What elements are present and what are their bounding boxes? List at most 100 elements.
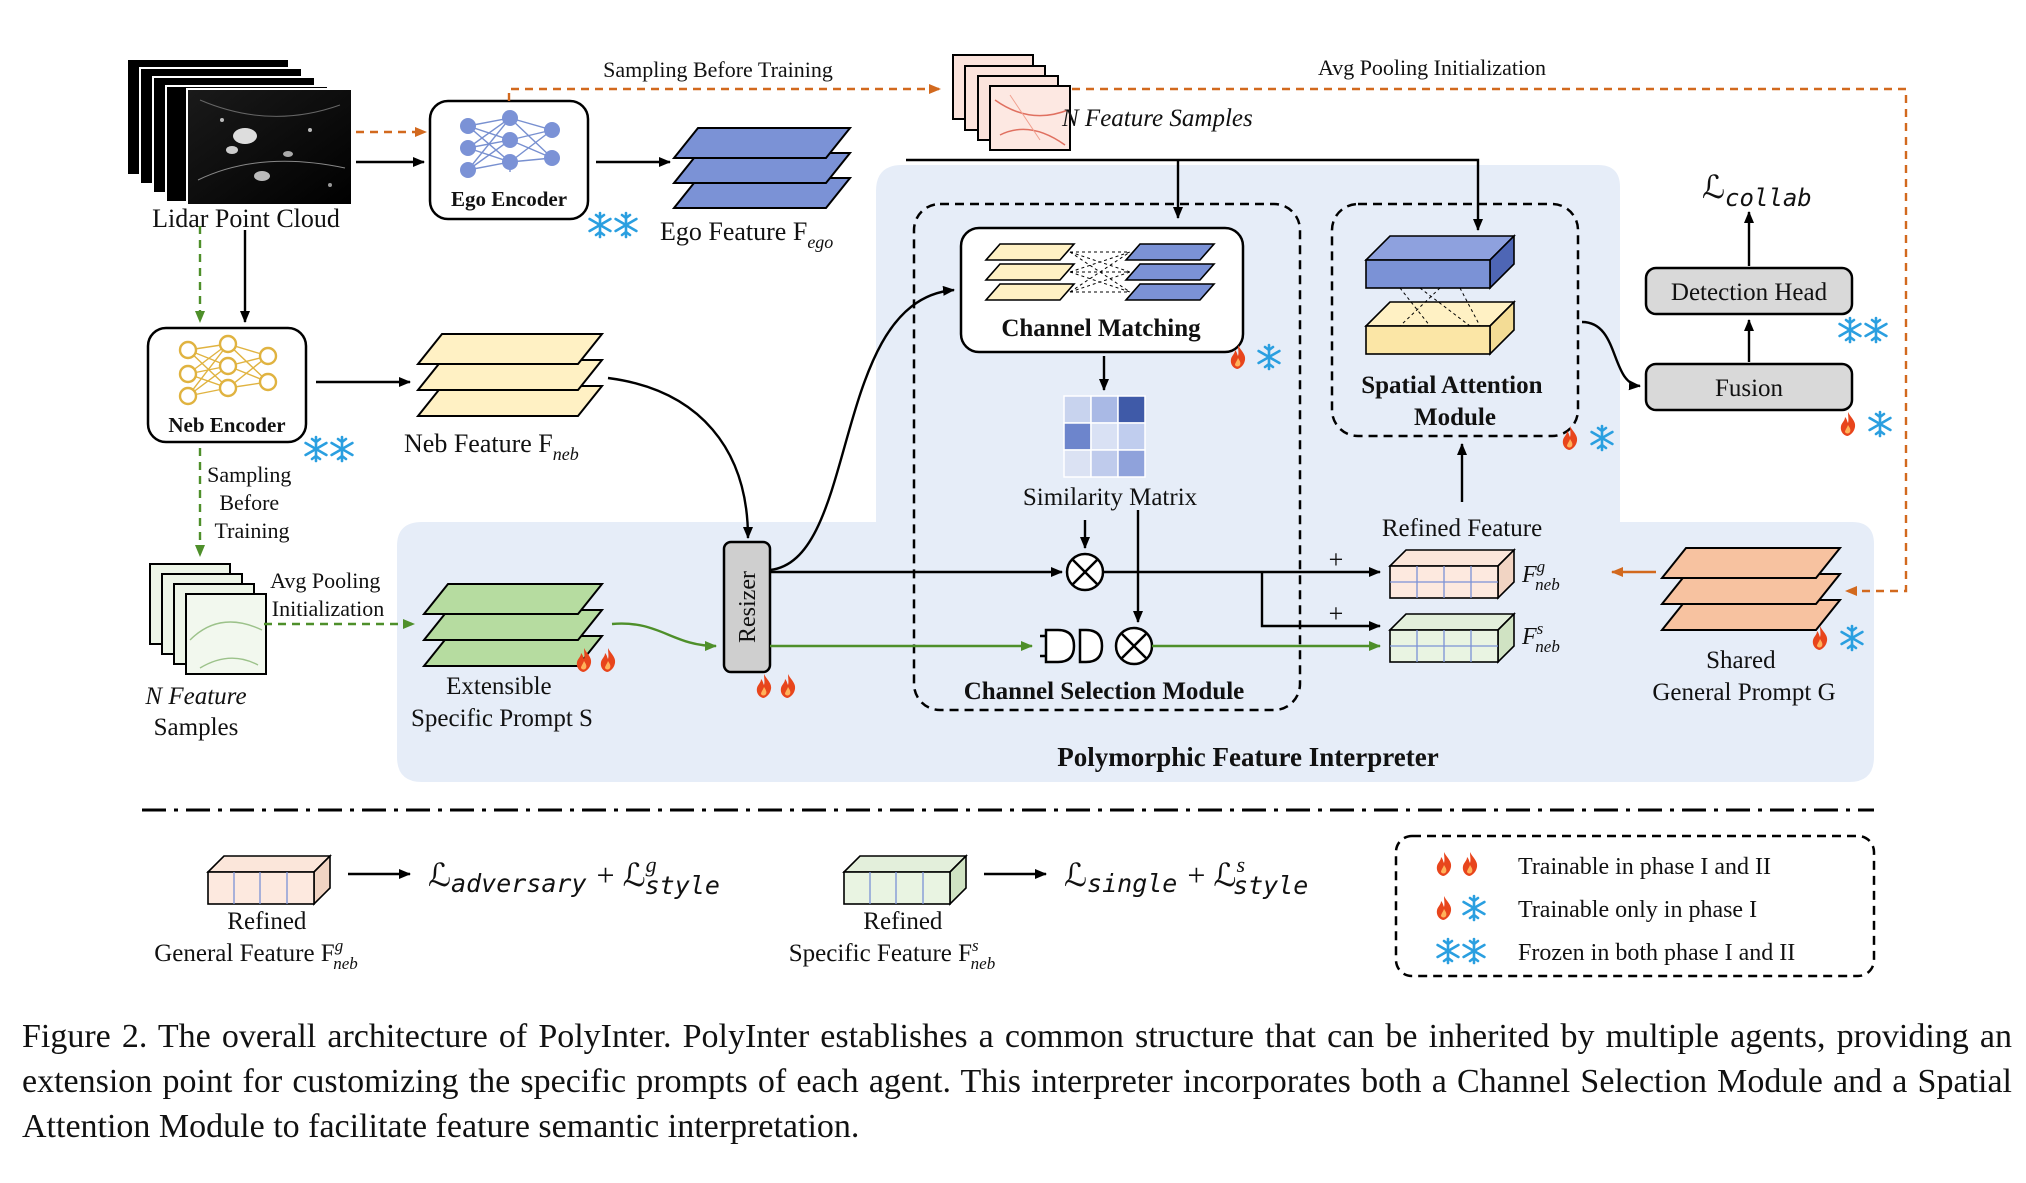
lidar-point-cloud-stack bbox=[126, 58, 353, 206]
ego-feature-label: Ego Feature Fego bbox=[660, 217, 833, 252]
sampling-before-training-left: Sampling Before Training bbox=[207, 462, 297, 543]
f-neb-g-sub: neb bbox=[1535, 575, 1560, 594]
legend-specific-l: ℒ bbox=[1064, 857, 1087, 893]
legend-specific-single: single bbox=[1087, 869, 1177, 898]
neb-feature-stack bbox=[415, 333, 605, 417]
channel-matching-label: Channel Matching bbox=[1001, 315, 1201, 342]
detection-head-box: Detection Head bbox=[1644, 266, 1854, 316]
l-collab-label: ℒcollab bbox=[1702, 169, 1812, 212]
f-neb-s-letter: F bbox=[1521, 624, 1537, 650]
resizer-block: Resizer bbox=[722, 540, 772, 674]
f-neb-g-letter: F bbox=[1521, 562, 1537, 588]
detection-head-frozen-icon bbox=[1838, 316, 1888, 344]
avg-pooling-init-left: Avg Pooling Initialization bbox=[270, 568, 386, 621]
multiply-symbol-upper bbox=[1065, 552, 1105, 592]
neb-feature-label: Neb Feature Fneb bbox=[404, 429, 579, 464]
n-feature-samples-top-label: N Feature Samples bbox=[1061, 105, 1253, 132]
legend-general-sup: g bbox=[646, 852, 657, 877]
shared-prompt-label: Shared General Prompt G bbox=[1652, 647, 1835, 706]
legend-specific-cube bbox=[842, 854, 968, 906]
legend-snow-snow-icon bbox=[1436, 937, 1486, 965]
ego-encoder-box: Ego Encoder bbox=[428, 99, 590, 221]
neb-encoder-box: Neb Encoder bbox=[146, 326, 308, 444]
fusion-icon bbox=[1840, 410, 1892, 438]
channel-selection-module-frame bbox=[912, 202, 1302, 712]
plus-lower: + bbox=[1329, 599, 1344, 628]
legend-general-line2: General Feature F bbox=[154, 940, 334, 967]
legend-specific-sup: s bbox=[1236, 852, 1245, 877]
legend-snow-snow-label: Frozen in both phase I and II bbox=[1518, 940, 1795, 966]
icon-legend-box bbox=[1394, 834, 1876, 978]
multiply-symbol-lower bbox=[1114, 626, 1154, 666]
legend-general-plus: + ℒ bbox=[597, 857, 646, 893]
f-neb-s-sup: s bbox=[1537, 619, 1544, 638]
spatial-attention-cube bbox=[1364, 234, 1516, 356]
ego-feature-text: Ego Feature F bbox=[660, 217, 807, 246]
extensible-prompt-line1: Extensible bbox=[446, 673, 552, 700]
legend-specific-plus: + ℒ bbox=[1187, 857, 1236, 893]
extensible-prompt-line2: Specific Prompt S bbox=[411, 705, 593, 732]
connection-arrows bbox=[195, 84, 1908, 651]
sampling-before-training-top: Sampling Before Training bbox=[603, 57, 833, 82]
ego-encoder-label: Ego Encoder bbox=[451, 187, 567, 211]
legend-general-adv: adversary bbox=[451, 869, 586, 898]
neb-encoder-frozen-icon bbox=[304, 435, 354, 463]
refined-feature-specific bbox=[1388, 612, 1516, 664]
detection-head-label: Detection Head bbox=[1671, 279, 1828, 306]
legend-fire-fire-label: Trainable in phase I and II bbox=[1518, 854, 1771, 880]
n-feature-samples-left-line2: Samples bbox=[154, 714, 239, 741]
channel-matching-box: Channel Matching bbox=[959, 226, 1245, 354]
neb-feature-text: Neb Feature F bbox=[404, 429, 553, 458]
shared-prompt-line1: Shared bbox=[1706, 647, 1776, 674]
legend-fire-snow-label: Trainable only in phase I bbox=[1518, 897, 1757, 923]
figure-caption: Figure 2. The overall architecture of Po… bbox=[22, 1018, 2012, 1145]
sampling-left-line3: Training bbox=[215, 518, 290, 543]
n-feature-samples-top-text: N Feature Samples bbox=[1061, 105, 1253, 132]
l-collab-symbol: ℒ bbox=[1702, 169, 1725, 205]
legend-specific-ssup: s bbox=[972, 936, 979, 955]
interpreter-title: Polymorphic Feature Interpreter bbox=[1057, 742, 1438, 772]
avg-pooling-left-line2: Initialization bbox=[272, 596, 384, 621]
similarity-matrix-label: Similarity Matrix bbox=[1023, 484, 1198, 511]
legend-specific-line2: Specific Feature F bbox=[789, 940, 972, 967]
f-neb-g-sup: g bbox=[1537, 557, 1546, 576]
spatial-attention-label: Spatial Attention Module bbox=[1361, 372, 1549, 431]
gate-symbol bbox=[1040, 628, 1104, 664]
avg-pooling-left-line1: Avg Pooling bbox=[270, 568, 380, 593]
spatial-attention-line2: Module bbox=[1414, 404, 1496, 431]
ego-feature-stack bbox=[671, 127, 853, 209]
legend-general-line1: Refined bbox=[227, 908, 307, 935]
legend-fire-fire-icon bbox=[1436, 852, 1478, 876]
legend-general-gsup: g bbox=[335, 936, 344, 955]
shared-prompt-stack bbox=[1659, 547, 1843, 631]
legend-specific-nebsub: neb bbox=[971, 954, 996, 973]
similarity-matrix-grid bbox=[1063, 395, 1146, 478]
shared-prompt-line2: General Prompt G bbox=[1652, 679, 1835, 706]
n-feature-samples-top bbox=[952, 54, 1071, 151]
legend-general-nebsub: neb bbox=[333, 954, 358, 973]
neb-encoder-label: Neb Encoder bbox=[168, 413, 285, 437]
refined-feature-general bbox=[1388, 548, 1516, 600]
spatial-attention-line1: Spatial Attention bbox=[1361, 372, 1542, 399]
n-feature-samples-left-label: N Feature bbox=[144, 683, 246, 710]
neb-feature-sub: neb bbox=[553, 444, 579, 464]
plus-upper: + bbox=[1329, 545, 1344, 574]
legend-general-style: style bbox=[645, 871, 720, 900]
l-collab-sub: collab bbox=[1725, 184, 1812, 212]
n-feature-samples-left-line1: N Feature bbox=[144, 683, 246, 710]
n-feature-samples-left-label2: Samples bbox=[154, 714, 239, 741]
n-feature-samples-left bbox=[149, 563, 267, 675]
sampling-left-line1: Sampling bbox=[207, 462, 291, 487]
legend-specific-style: style bbox=[1233, 871, 1308, 900]
lidar-label: Lidar Point Cloud bbox=[152, 204, 340, 233]
spatial-attention-frame bbox=[1330, 202, 1580, 438]
avg-pooling-init-top: Avg Pooling Initialization bbox=[1318, 55, 1546, 80]
channel-selection-label: Channel Selection Module bbox=[964, 678, 1245, 705]
